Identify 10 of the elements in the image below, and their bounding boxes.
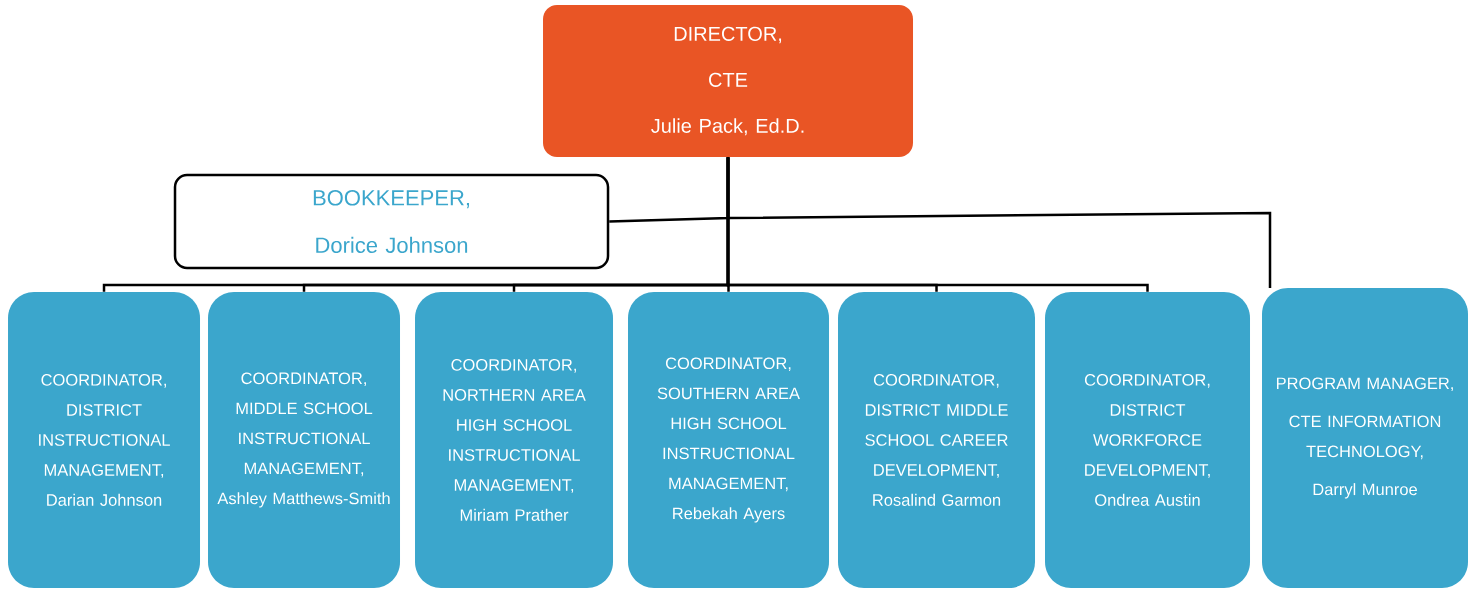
position-box: COORDINATOR, NORTHERN AREA HIGH SCHOOL INSTRUCTIONAL MANAGEMENT, Miriam Prather [415,292,613,588]
position-box: COORDINATOR, DISTRICT WORKFORCE DEVELOPMENT, Ondrea Austin [1045,292,1250,588]
position-box: COORDINATOR, SOUTHERN AREA HIGH SCHOOL INSTRUCTIONAL MANAGEMENT, Rebekah Ayers [628,292,829,588]
director-box: DIRECTOR, CTE Julie Pack, Ed.D. [543,5,913,157]
position-box: COORDINATOR, MIDDLE SCHOOL INSTRUCTIONAL MANAGEMENT, Ashley Matthews-Smith [208,292,400,588]
position-box: COORDINATOR, DISTRICT INSTRUCTIONAL MANAGEMENT, Darian Johnson [8,292,200,588]
connector-line [726,157,1149,292]
position-box: COORDINATOR, DISTRICT MIDDLE SCHOOL CAREER DEVELOPMENT, Rosalind Garmon [838,292,1035,588]
bookkeeper-box: BOOKKEEPER, Dorice Johnson [173,173,610,270]
position-box: PROGRAM MANAGER, CTE INFORMATION TECHNOLOGY, Darryl Munroe [1262,288,1468,588]
